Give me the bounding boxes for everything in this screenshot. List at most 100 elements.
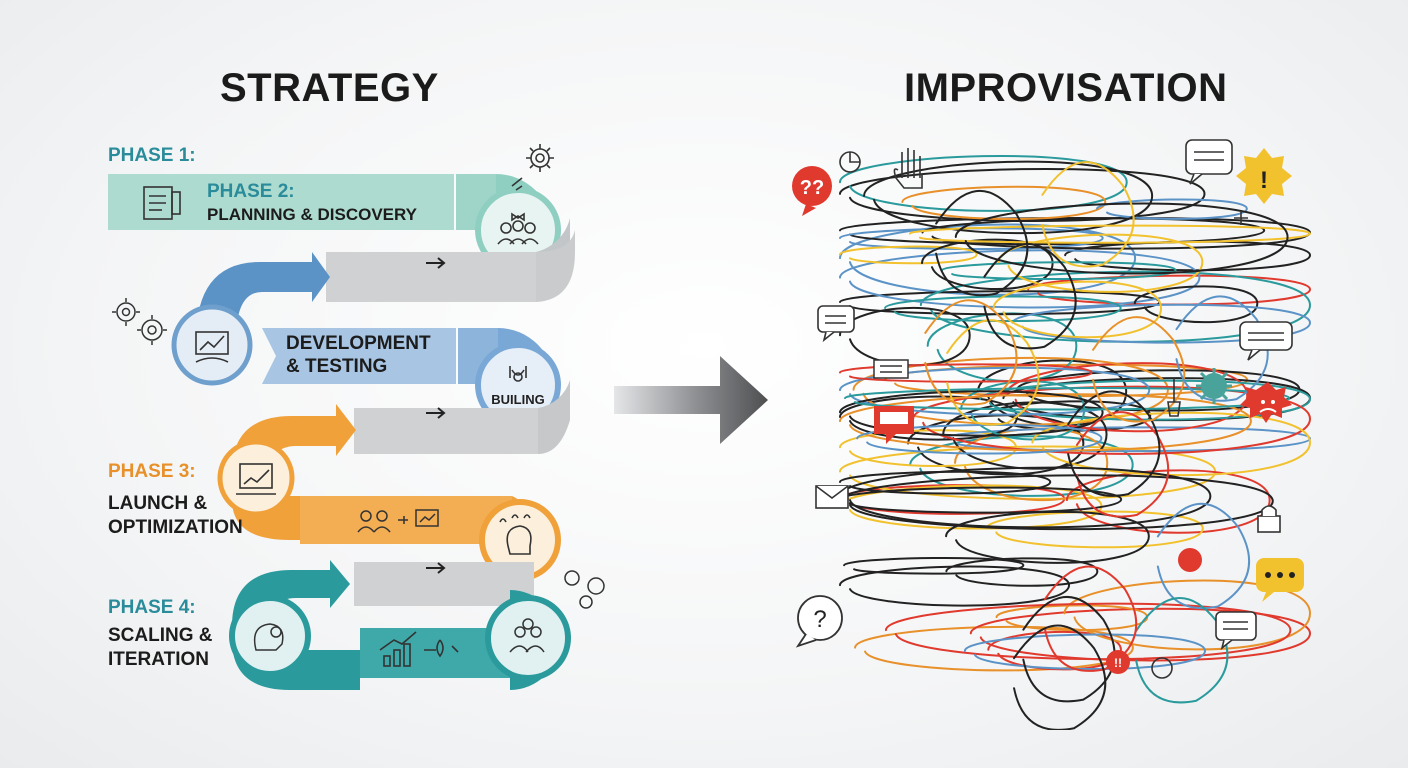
track-row1 xyxy=(326,218,575,302)
scribble-loop xyxy=(985,510,1204,549)
phase3-line1: LAUNCH & xyxy=(108,493,208,514)
plus-icon xyxy=(1234,211,1248,225)
chat-bubble-icon xyxy=(1185,139,1233,185)
building-label: BUILING xyxy=(491,392,544,407)
launch-pin-icon xyxy=(511,177,523,191)
team-discussion-icon xyxy=(357,509,439,533)
scribble-loop xyxy=(978,379,1312,421)
document-icon xyxy=(143,186,181,220)
scribble-curl xyxy=(1156,502,1251,610)
scribble-curl xyxy=(1067,390,1161,497)
scribble-loop xyxy=(839,245,978,265)
phase3-label: PHASE 3: xyxy=(108,461,196,482)
scribble-loop xyxy=(839,227,1104,250)
scribble-curl xyxy=(935,189,1029,297)
strategy-title: STRATEGY xyxy=(220,66,439,110)
scribble-loop xyxy=(1096,198,1248,220)
improvisation-title: IMPROVISATION xyxy=(904,66,1228,110)
scribble-curl xyxy=(924,299,1018,406)
idea-icon xyxy=(499,514,532,555)
phase1-label: PHASE 1: xyxy=(108,145,196,166)
scaling-icon-circle xyxy=(229,595,311,677)
strategy-diagram: BUILING xyxy=(108,144,605,690)
raised-hand-icon xyxy=(893,148,923,189)
track-row3 xyxy=(354,562,534,606)
transition-arrow xyxy=(614,356,768,444)
list-icon xyxy=(873,359,909,379)
scribble-curl xyxy=(1041,161,1135,268)
scribble-loop xyxy=(901,185,1107,221)
scribble-loop xyxy=(1031,411,1312,477)
scribble-loop xyxy=(1063,579,1312,651)
scribble-loop xyxy=(839,223,1137,296)
phase2-to-dev-curve xyxy=(112,252,330,386)
scribble-loop xyxy=(843,557,1025,575)
launch-to-scaling-curve xyxy=(229,560,360,690)
svg-text:!!: !! xyxy=(1114,656,1122,670)
red-message-icon xyxy=(874,406,914,444)
community-icon xyxy=(509,618,545,653)
scribble-loop xyxy=(954,202,1289,275)
chat-bubble-icon-3 xyxy=(1239,321,1293,361)
gears-icon-2 xyxy=(564,570,605,609)
phase2-label: PHASE 2: xyxy=(207,181,295,202)
alert-badge-icon: !! xyxy=(1106,650,1130,674)
scribble-loop xyxy=(909,435,1134,497)
scribble-loop xyxy=(884,295,1122,323)
person-idea-icon xyxy=(253,623,284,651)
growth-chart-icon xyxy=(236,463,276,495)
chat-bubble-icon-2 xyxy=(817,305,855,343)
gear-icon xyxy=(526,144,554,172)
scribble-loop xyxy=(839,366,1151,416)
red-alert-icon xyxy=(1178,548,1202,572)
dev-testing-line2: & TESTING xyxy=(286,356,388,377)
scribble-loop xyxy=(839,466,1212,529)
scribble-loop xyxy=(856,423,1103,455)
scribble-loop xyxy=(1011,303,1312,344)
scribble-loop xyxy=(839,470,1052,495)
scribble-loop xyxy=(1133,285,1259,324)
scribble-loop xyxy=(863,160,1154,235)
svg-text:?: ? xyxy=(813,606,826,633)
pie-chart-icon xyxy=(839,151,861,173)
angry-face-icon xyxy=(1240,382,1292,423)
scribble-loop xyxy=(839,486,1123,514)
phase3-line2: OPTIMIZATION xyxy=(108,517,243,538)
phase4-line1: SCALING & xyxy=(108,625,213,646)
scribble-loop xyxy=(992,280,1163,339)
scribble-loop xyxy=(844,387,1291,411)
dev-testing-line1: DEVELOPMENT xyxy=(286,333,431,354)
exclamation-alert-icon: ! xyxy=(1236,148,1292,204)
team-icon xyxy=(497,212,539,245)
chart-icon-circle xyxy=(217,439,295,517)
gear-face-icon xyxy=(1151,657,1173,679)
tools-icon xyxy=(509,366,527,382)
scribble-loop xyxy=(1064,240,1312,272)
phase4-label: PHASE 4: xyxy=(108,597,196,618)
improvisation-scribble: ?? ! xyxy=(792,139,1312,730)
green-virus-icon xyxy=(1196,368,1232,404)
scaling-bar xyxy=(360,590,571,690)
typing-bubble-icon xyxy=(1256,558,1304,602)
phase2-bar xyxy=(108,144,561,286)
phase2-subtitle: PLANNING & DISCOVERY xyxy=(207,205,418,224)
scribble-curl xyxy=(1043,565,1138,672)
envelope-icon xyxy=(815,485,849,509)
scribble-loop xyxy=(839,306,971,367)
scribble-loop xyxy=(963,633,1206,670)
svg-text:??: ?? xyxy=(800,177,824,199)
scribble-curl xyxy=(1135,597,1229,704)
question-bubble-icon: ? xyxy=(795,595,843,648)
analysis-icon xyxy=(195,331,229,363)
lock-icon xyxy=(1257,505,1281,533)
growth-bars-icon xyxy=(379,631,459,667)
dev-to-launch-curve xyxy=(217,404,356,540)
svg-text:!: ! xyxy=(1260,167,1268,194)
launch-bar xyxy=(300,496,561,590)
phase4-line2: ITERATION xyxy=(108,649,209,670)
scribble-curl xyxy=(946,319,1040,426)
scribble-loop xyxy=(945,557,1099,587)
scribble-curl xyxy=(983,243,1077,350)
paintbrush-icon xyxy=(1167,378,1181,417)
question-alert-icon: ?? xyxy=(792,166,832,216)
